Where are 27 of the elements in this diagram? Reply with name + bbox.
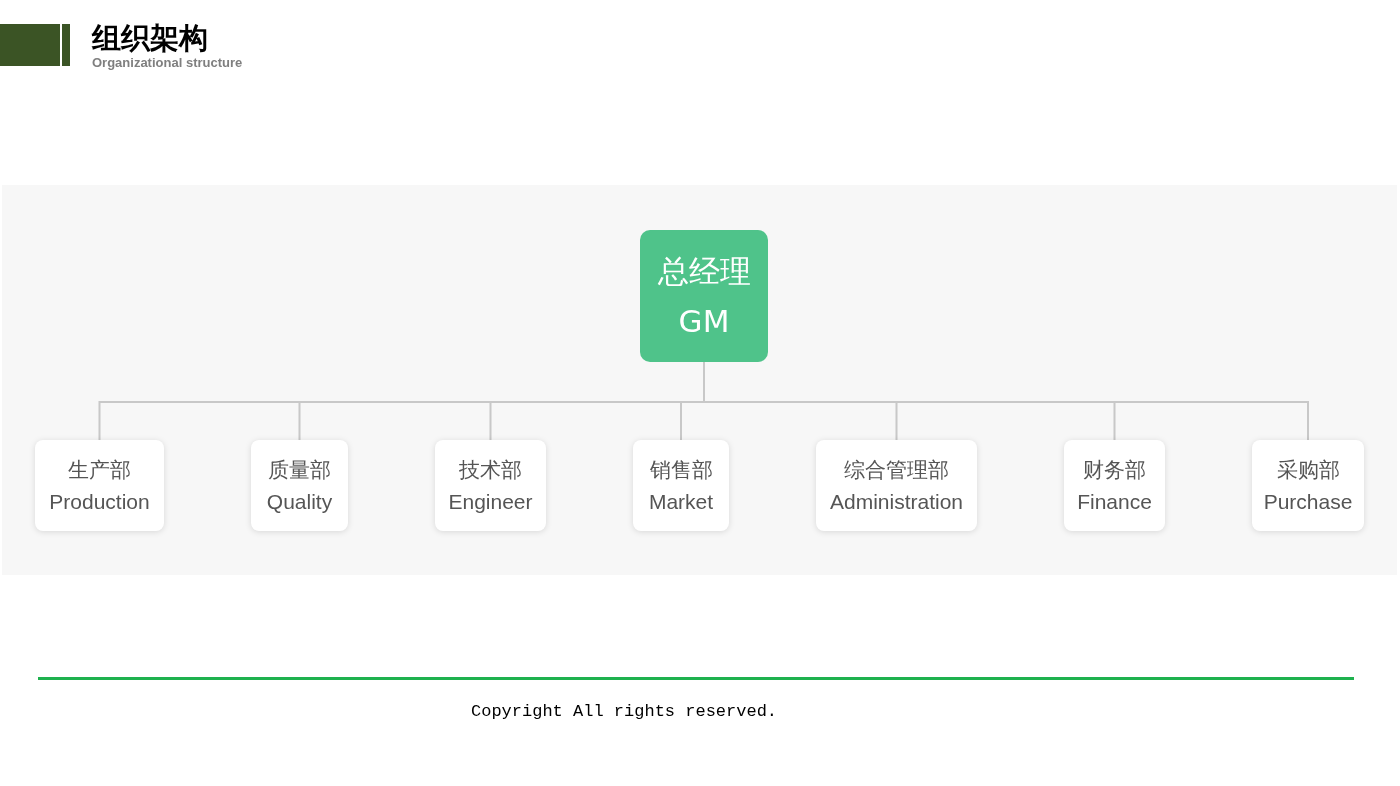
department-box: [35, 440, 164, 531]
department-name: 质量部: [268, 456, 331, 483]
department-box: [633, 440, 729, 531]
department-name-english: Quality: [266, 488, 333, 515]
department-name-english: Market: [648, 488, 714, 515]
department-name: 生产部: [68, 456, 131, 483]
role-title: 总经理: [657, 252, 751, 291]
department-name: 销售部: [649, 456, 713, 483]
department-name: 采购部: [1276, 456, 1340, 483]
department-box: [435, 440, 546, 531]
department-box: [251, 440, 348, 531]
copyright-notice: Copyright All rights reserved.: [471, 701, 779, 723]
department-name-english: Engineer: [448, 488, 533, 515]
department-box: [1252, 440, 1364, 531]
department-name: 财务部: [1083, 456, 1146, 483]
department-name-english: Finance: [1077, 488, 1152, 515]
department-name: 综合管理部: [844, 456, 949, 483]
role-box: [640, 230, 768, 362]
department-box: [816, 440, 977, 531]
department-name-english: Purchase: [1263, 488, 1353, 515]
subtitle: Organizational structure: [92, 55, 243, 71]
department-name-english: Production: [49, 488, 150, 515]
department-name: 技术部: [459, 456, 522, 483]
department-name-english: Administration: [829, 488, 964, 515]
role-title-english: GM: [678, 302, 730, 341]
department-box: [1064, 440, 1165, 531]
page-title: 组织架构: [92, 20, 208, 56]
